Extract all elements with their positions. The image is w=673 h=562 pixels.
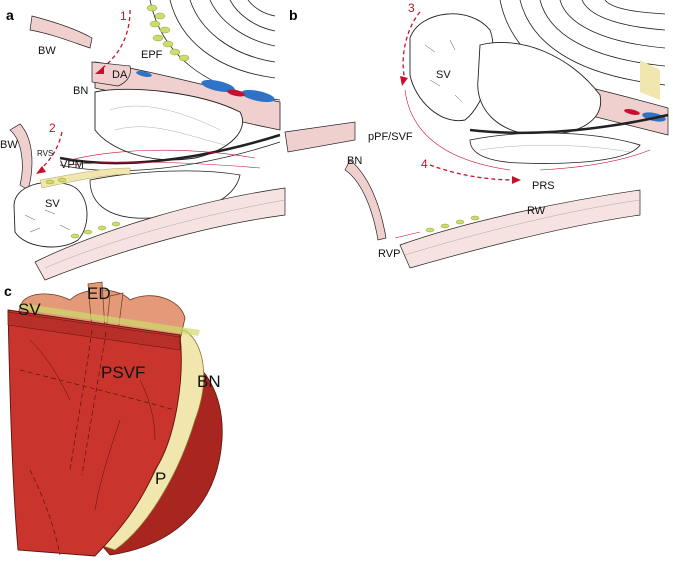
panel-b-rectal-wall [399, 189, 641, 269]
panel-a-label-rvs: RVS [37, 149, 53, 158]
panel-b-label-bn: BN [347, 155, 362, 167]
panel-b-label-rvp: RVP [378, 248, 400, 260]
panel-a-label-da: DA [112, 69, 128, 81]
panel-a-bw-left [9, 123, 33, 191]
panel-c-label-bn: BN [197, 372, 221, 391]
panel-c-label-sv: SV [18, 300, 41, 319]
panel-a-vein-2 [241, 89, 275, 103]
panel-a-label-bw-left: BW [0, 139, 18, 151]
panel-a-arrow-1-label: 1 [120, 9, 127, 23]
panel-a-label-epf: EPF [141, 49, 163, 61]
panel-b-arrow-4-label: 4 [421, 157, 428, 171]
panel-b-letter: b [289, 7, 298, 23]
panel-a-bw-top [29, 15, 93, 49]
panel-c-label-p: P [155, 469, 166, 488]
panel-b-label-sv: SV [436, 69, 451, 81]
panel-a-artery-2 [136, 71, 152, 77]
panel-a-letter: a [6, 7, 14, 23]
panel-a-label-bn: BN [73, 85, 88, 97]
panel-a-rectal-wall [34, 187, 286, 281]
panel-a-fascia [39, 167, 131, 189]
panel-c-muscle-front [7, 309, 182, 557]
panel-c-label-ed: ED [87, 284, 111, 303]
panel-c-letter: c [4, 283, 12, 299]
panel-b-arrow-4 [429, 164, 516, 181]
panel-b-label-prs: PRS [532, 180, 555, 192]
panel-b-bn-band [344, 159, 387, 241]
panel-c-green-edge [20, 303, 200, 336]
panel-a-label-bw-top: BW [38, 45, 56, 57]
panel-a-label-sv: SV [45, 198, 60, 210]
panel-a-label-vpm: VPM [60, 159, 84, 171]
panel-c-label-psvf: PSVF [101, 363, 145, 382]
panel-b-strip [284, 121, 356, 153]
panel-b-artery [624, 109, 640, 115]
panel-b-fascia-strip [640, 60, 660, 100]
panel-c-psvf-path [19, 329, 176, 556]
panel-a-artery [227, 89, 245, 97]
panel-a-vein [201, 79, 235, 93]
panel-b-prostate [477, 42, 602, 136]
panel-a-sv [13, 181, 88, 248]
panel-b: b [284, 0, 669, 269]
panel-a-fascia-fat [45, 177, 121, 239]
panel-a-epf-fat [146, 4, 190, 62]
panel-a-arrow-2-label: 2 [49, 121, 56, 135]
panel-b-label-ppf-svf: pPF/SVF [368, 131, 413, 143]
panel-b-fat [425, 215, 480, 233]
panel-a-da [91, 61, 131, 87]
panel-a-vessels [69, 149, 261, 169]
panel-b-label-rw: RW [527, 205, 546, 217]
panel-b-arrow-3 [402, 11, 421, 81]
panel-a-arrow-2 [39, 131, 63, 171]
panel-a-prostate-lobe [94, 88, 243, 161]
panel-b-arrow-3-label: 3 [408, 1, 415, 15]
panel-a-urethra [59, 133, 281, 165]
panel-a: a [0, 0, 286, 281]
panel-c: c SV ED PSVF BN P [4, 281, 223, 557]
panel-b-lower-lobe [469, 132, 641, 164]
